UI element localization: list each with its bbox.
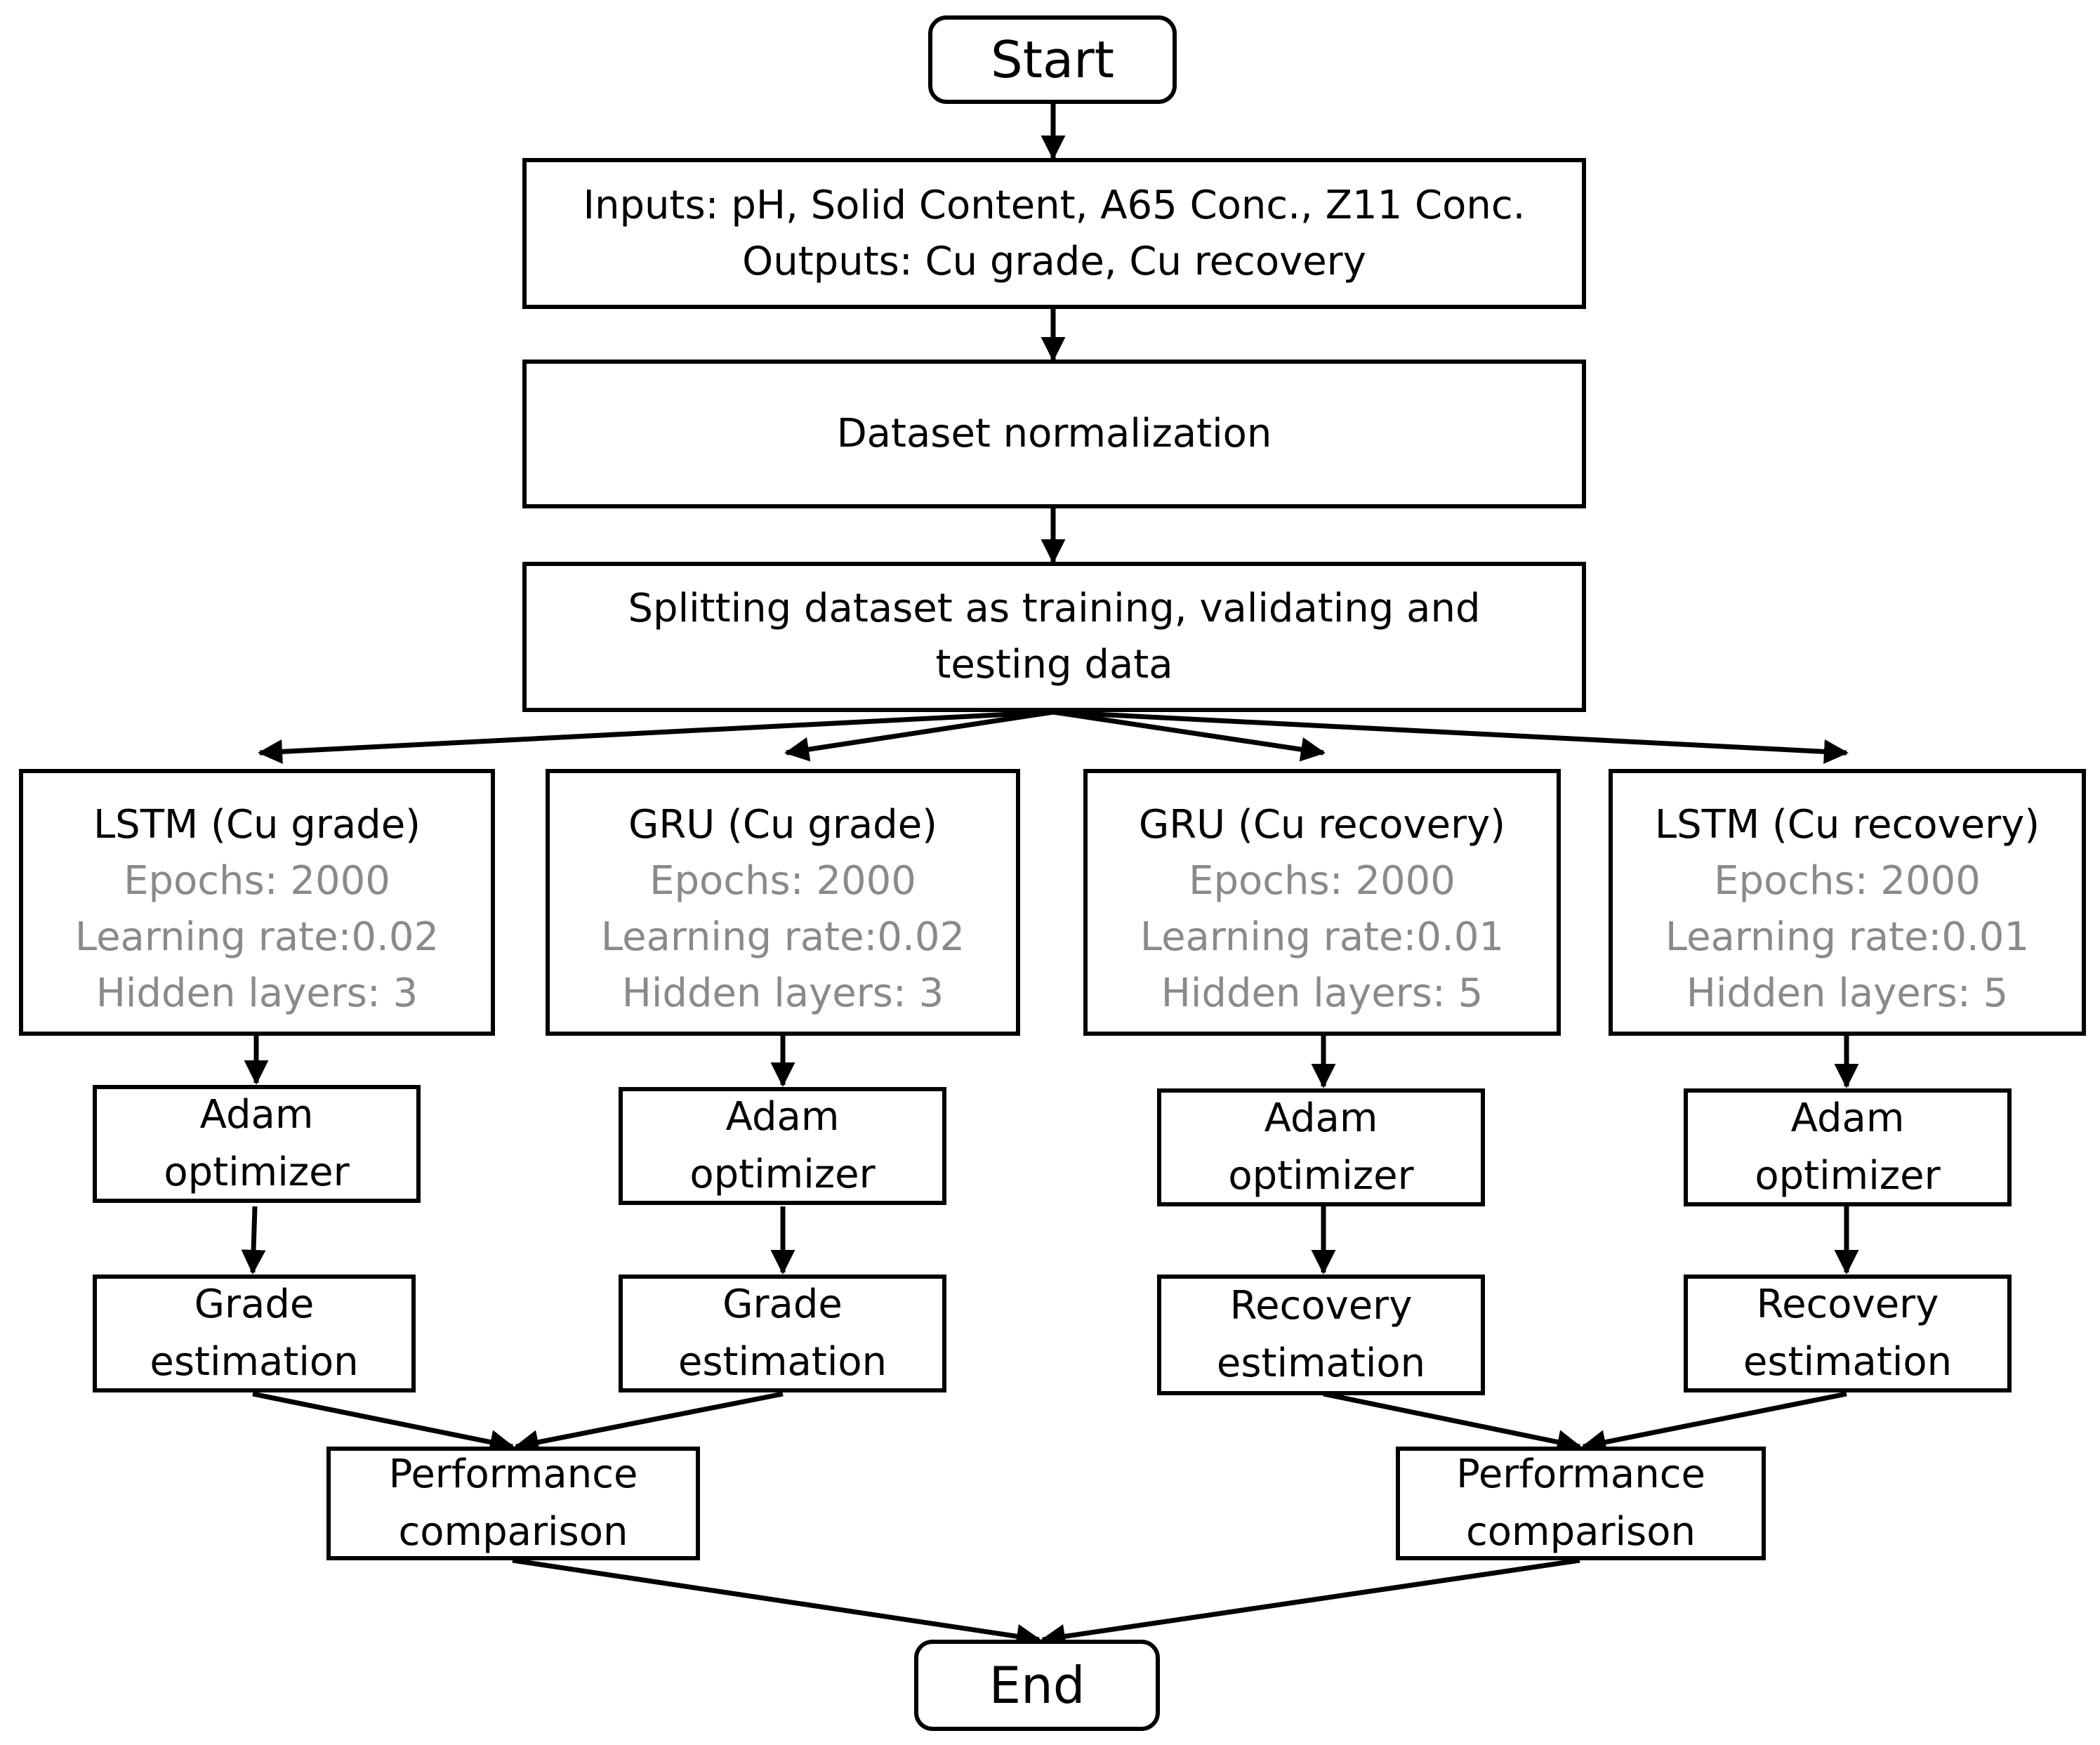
- comparison-line1: Performance: [1456, 1451, 1705, 1497]
- optimizer-line1: Adam: [1264, 1095, 1378, 1141]
- estimation-line2: estimation: [1743, 1339, 1953, 1385]
- comparison-line2: comparison: [1466, 1509, 1696, 1555]
- estimation-line2: estimation: [678, 1339, 887, 1385]
- model-learning-rate: Learning rate:0.02: [74, 914, 440, 960]
- outputs-text: Outputs: Cu grade, Cu recovery: [742, 238, 1366, 284]
- split-text-line2: testing data: [935, 642, 1173, 687]
- end-label: End: [989, 1656, 1085, 1715]
- model-title: LSTM (Cu recovery): [1654, 802, 2040, 848]
- end-node: End: [914, 1640, 1160, 1731]
- comparison-line1: Performance: [388, 1451, 638, 1497]
- optimizer-box-4: Adam optimizer: [1684, 1088, 2012, 1206]
- model-title: GRU (Cu recovery): [1138, 802, 1506, 848]
- estimation-box-1: Grade estimation: [93, 1275, 416, 1392]
- optimizer-box-2: Adam optimizer: [619, 1087, 946, 1205]
- comparison-box-left: Performance comparison: [326, 1447, 700, 1560]
- model-learning-rate: Learning rate:0.01: [1140, 914, 1505, 960]
- estimation-line1: Grade: [722, 1282, 843, 1327]
- arrow-estimation3-to-comparison-right: [1323, 1391, 1582, 1454]
- model-title: LSTM (Cu grade): [93, 802, 421, 848]
- normalization-text: Dataset normalization: [836, 411, 1272, 456]
- optimizer-box-3: Adam optimizer: [1157, 1088, 1485, 1206]
- split-box: Splitting dataset as training, validatin…: [522, 562, 1586, 712]
- model-learning-rate: Learning rate:0.01: [1665, 914, 2030, 960]
- start-label: Start: [991, 30, 1114, 89]
- comparison-box-right: Performance comparison: [1396, 1447, 1766, 1560]
- optimizer-line2: optimizer: [164, 1150, 350, 1195]
- model-box-gru-recovery: GRU (Cu recovery) Epochs: 2000 Learning …: [1083, 769, 1561, 1036]
- model-box-lstm-grade: LSTM (Cu grade) Epochs: 2000 Learning ra…: [19, 769, 495, 1036]
- normalization-box: Dataset normalization: [522, 360, 1586, 508]
- model-epochs: Epochs: 2000: [1714, 858, 1981, 904]
- optimizer-line2: optimizer: [1755, 1153, 1941, 1199]
- start-node: Start: [928, 15, 1177, 104]
- model-title: GRU (Cu grade): [628, 802, 938, 848]
- arrow-comparison-right-to-end: [1041, 1558, 1580, 1649]
- io-box: Inputs: pH, Solid Content, A65 Conc., Z1…: [522, 158, 1586, 309]
- optimizer-line2: optimizer: [1228, 1153, 1414, 1199]
- optimizer-line2: optimizer: [689, 1152, 876, 1197]
- model-box-lstm-recovery: LSTM (Cu recovery) Epochs: 2000 Learning…: [1609, 769, 2086, 1036]
- inputs-text: Inputs: pH, Solid Content, A65 Conc., Z1…: [583, 182, 1526, 228]
- optimizer-line1: Adam: [199, 1092, 314, 1138]
- estimation-box-3: Recovery estimation: [1157, 1275, 1485, 1395]
- estimation-line1: Recovery: [1229, 1283, 1413, 1329]
- optimizer-line1: Adam: [1790, 1095, 1905, 1141]
- optimizer-box-1: Adam optimizer: [93, 1085, 421, 1203]
- estimation-line2: estimation: [1216, 1341, 1426, 1386]
- arrow-estimation1-to-comparison-left: [252, 1391, 515, 1454]
- model-epochs: Epochs: 2000: [124, 858, 390, 904]
- comparison-line2: comparison: [398, 1509, 628, 1555]
- arrow-split-to-gru-grade: [784, 709, 1054, 762]
- model-learning-rate: Learning rate:0.02: [600, 914, 965, 960]
- arrow-split-to-gru-recovery: [1052, 709, 1326, 762]
- split-text-line1: Splitting dataset as training, validatin…: [628, 586, 1481, 631]
- model-hidden-layers: Hidden layers: 3: [95, 970, 418, 1016]
- arrow-optimizer1-to-estimation1: [241, 1206, 266, 1275]
- estimation-line2: estimation: [150, 1339, 359, 1385]
- optimizer-line1: Adam: [725, 1094, 840, 1140]
- model-hidden-layers: Hidden layers: 3: [621, 970, 944, 1016]
- model-box-gru-grade: GRU (Cu grade) Epochs: 2000 Learning rat…: [546, 769, 1020, 1036]
- arrow-estimation2-to-comparison-left: [514, 1391, 784, 1454]
- arrow-split-to-lstm-recovery: [1052, 709, 1849, 764]
- estimation-box-4: Recovery estimation: [1684, 1275, 2012, 1392]
- estimation-line1: Grade: [194, 1282, 315, 1327]
- model-epochs: Epochs: 2000: [1189, 858, 1455, 904]
- estimation-line1: Recovery: [1756, 1282, 1939, 1327]
- arrow-split-to-lstm-grade: [258, 709, 1054, 764]
- model-hidden-layers: Hidden layers: 5: [1161, 970, 1484, 1016]
- estimation-box-2: Grade estimation: [619, 1275, 946, 1392]
- model-hidden-layers: Hidden layers: 5: [1686, 970, 2009, 1016]
- arrow-estimation4-to-comparison-right: [1581, 1391, 1847, 1454]
- model-epochs: Epochs: 2000: [649, 858, 916, 904]
- arrow-comparison-left-to-end: [512, 1558, 1041, 1649]
